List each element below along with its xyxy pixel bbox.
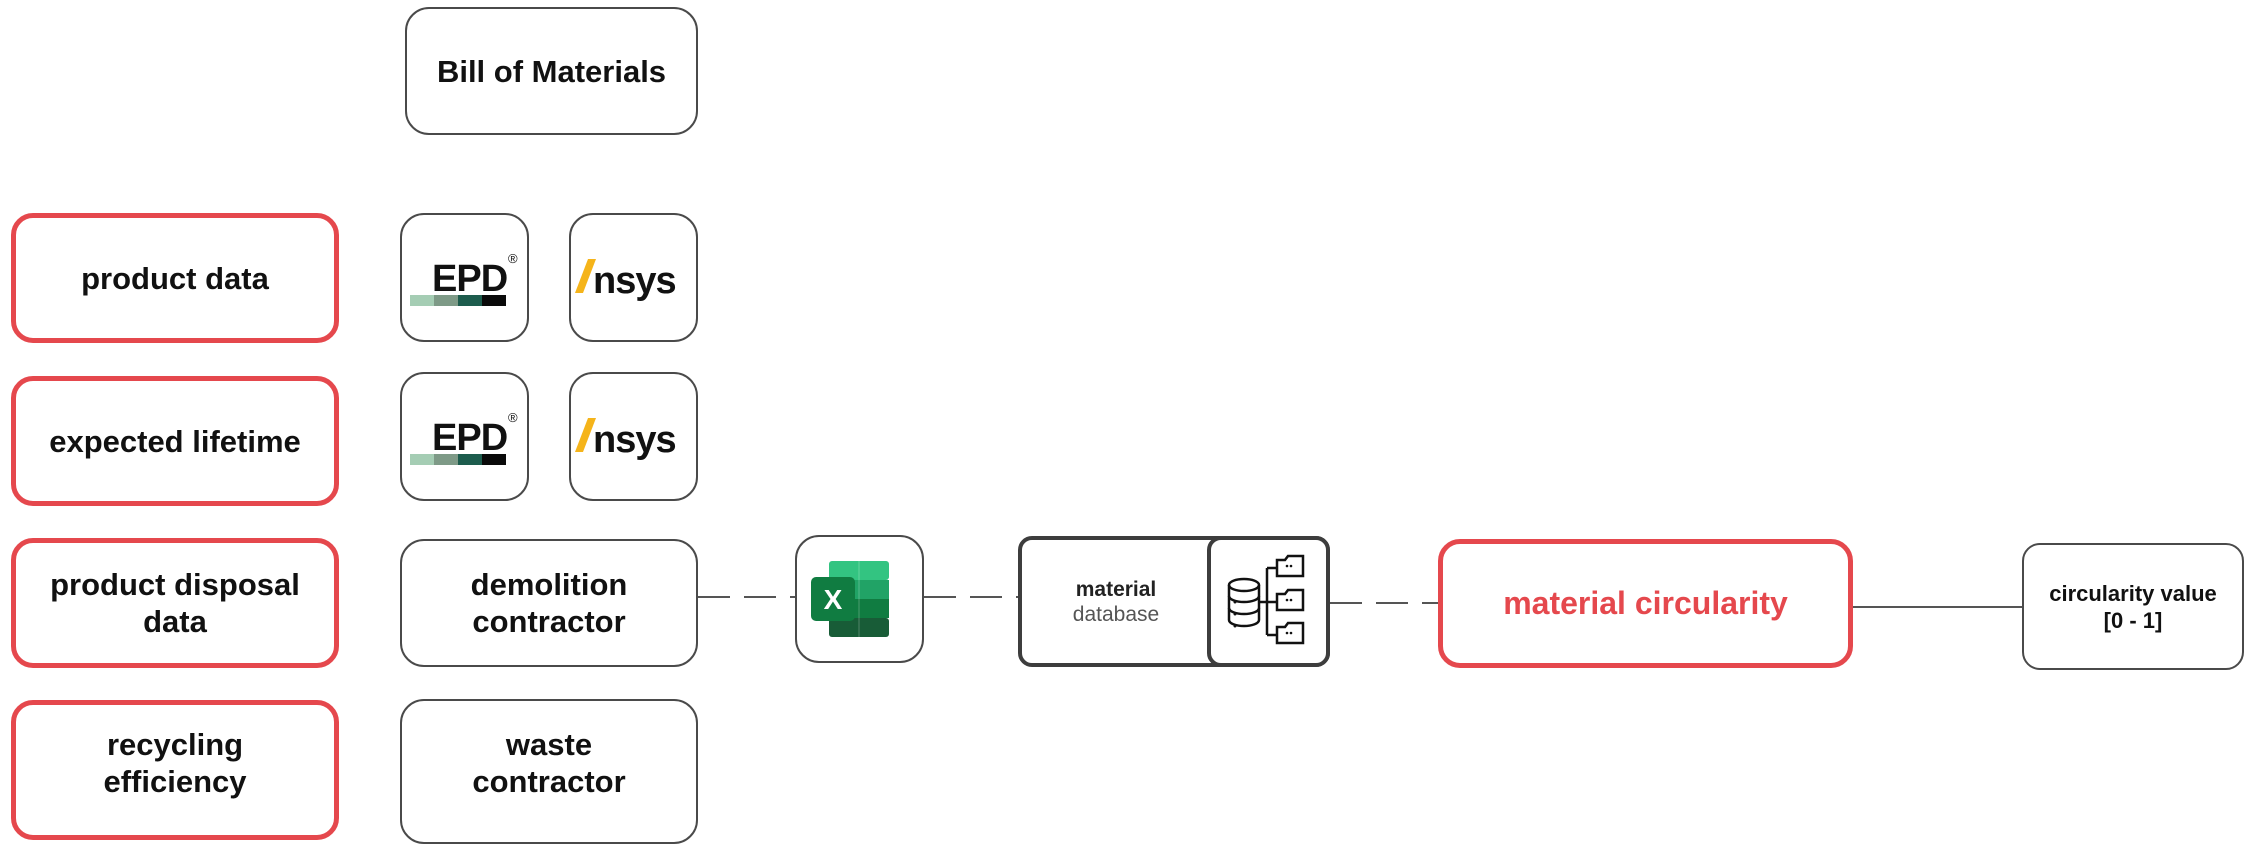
material-database-subtitle: database — [1072, 602, 1160, 626]
connector-lines — [698, 596, 2023, 608]
category-label: recycling efficiency — [103, 727, 247, 799]
demolition-contractor-box: demolition contractor — [400, 539, 698, 667]
category-product-disposal-data: product disposal data — [11, 538, 339, 668]
ansys-logo-icon: nsys — [575, 259, 677, 302]
epd-logo-icon: EPD ® — [410, 251, 518, 306]
epd-logo-box: EPD ® — [400, 372, 529, 501]
waste-contractor-box: waste contractor — [400, 699, 698, 844]
svg-text:EPD: EPD — [432, 417, 507, 459]
circularity-value-range: [0 - 1] — [2103, 607, 2163, 633]
material-circularity-label: material circularity — [1503, 585, 1788, 621]
svg-text:®: ® — [508, 410, 518, 425]
bill-of-materials-label: Bill of Materials — [436, 53, 667, 89]
material-database-box: material database — [1018, 536, 1330, 667]
demolition-contractor-label: demolition contractor — [470, 567, 628, 639]
svg-text:X: X — [824, 584, 843, 615]
ansys-logo-icon: nsys — [575, 418, 677, 461]
category-expected-lifetime: expected lifetime — [11, 376, 339, 506]
epd-logo-box: EPD ® — [400, 213, 529, 342]
database-icon-panel — [1207, 536, 1330, 667]
database-tree-icon — [1227, 554, 1305, 645]
ansys-logo-box: nsys — [569, 213, 698, 342]
bill-of-materials-box: Bill of Materials — [405, 7, 698, 135]
category-label: expected lifetime — [49, 423, 301, 459]
svg-text:nsys: nsys — [593, 260, 676, 302]
category-product-data: product data — [11, 213, 339, 343]
svg-text:®: ® — [508, 251, 518, 266]
material-database-text: material database — [1022, 540, 1210, 663]
category-recycling-efficiency: recycling efficiency — [11, 700, 339, 840]
material-database-title: material — [1075, 577, 1157, 601]
category-label: product data — [81, 260, 269, 296]
waste-contractor-label: waste contractor — [472, 726, 626, 799]
category-label: product disposal data — [50, 567, 300, 639]
material-circularity-box: material circularity — [1438, 539, 1853, 668]
excel-logo-box: X — [795, 535, 924, 663]
circularity-value-title: circularity value — [2049, 580, 2217, 606]
svg-text:EPD: EPD — [432, 258, 507, 300]
svg-text:nsys: nsys — [593, 419, 676, 461]
ansys-logo-box: nsys — [569, 372, 698, 501]
excel-logo-icon: X — [811, 561, 889, 637]
epd-logo-icon: EPD ® — [410, 410, 518, 465]
circularity-value-box: circularity value [0 - 1] — [2022, 543, 2244, 670]
